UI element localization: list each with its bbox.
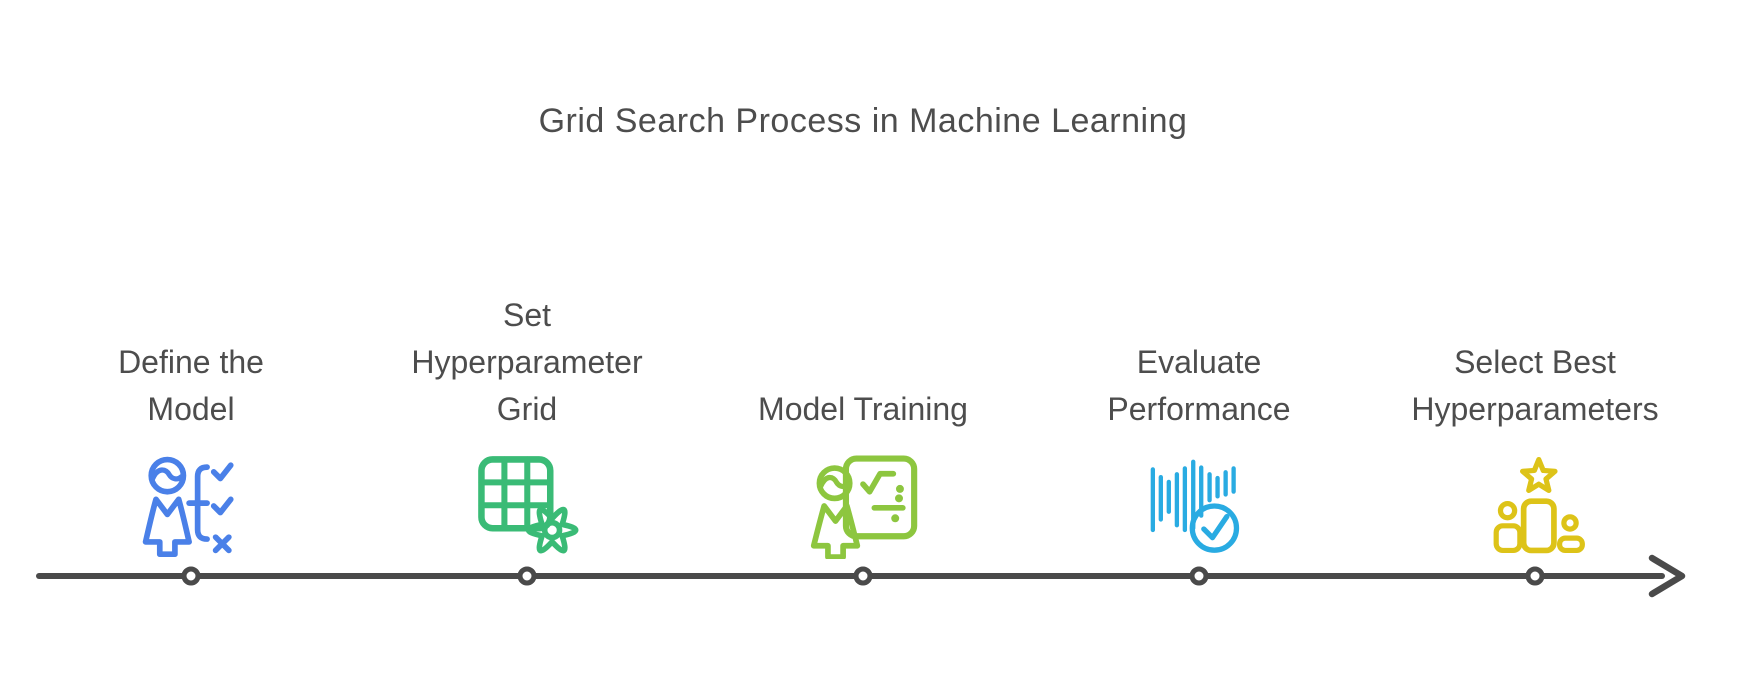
timeline-node-2 <box>517 566 537 586</box>
step-define-the-model: Define the Model <box>23 0 359 679</box>
diagram-title: Grid Search Process in Machine Learning <box>538 102 1188 140</box>
trainer-whiteboard-icon <box>695 448 1031 562</box>
podium-star-icon <box>1367 448 1703 562</box>
timeline-node-1 <box>181 566 201 586</box>
step-label: Evaluate Performance <box>1107 344 1291 427</box>
step-model-training: Model Training <box>695 0 1031 679</box>
step-label: Set Hyperparameter Grid <box>411 297 643 427</box>
step-evaluate-performance: Evaluate Performance <box>1031 0 1367 679</box>
waveform-checkmark-icon <box>1031 448 1367 562</box>
person-decision-checklist-icon <box>23 448 359 562</box>
grid-gear-icon <box>359 448 695 562</box>
step-label: Define the Model <box>118 344 264 427</box>
step-set-hyperparameter-grid: Set Hyperparameter Grid <box>359 0 695 679</box>
timeline-node-5 <box>1525 566 1545 586</box>
timeline-node-4 <box>1189 566 1209 586</box>
step-label: Select Best Hyperparameters <box>1411 344 1659 427</box>
step-label: Model Training <box>758 391 968 427</box>
timeline-node-3 <box>853 566 873 586</box>
step-select-best-hyperparameters: Select Best Hyperparameters <box>1367 0 1703 679</box>
right-arrow-icon <box>1648 554 1686 598</box>
